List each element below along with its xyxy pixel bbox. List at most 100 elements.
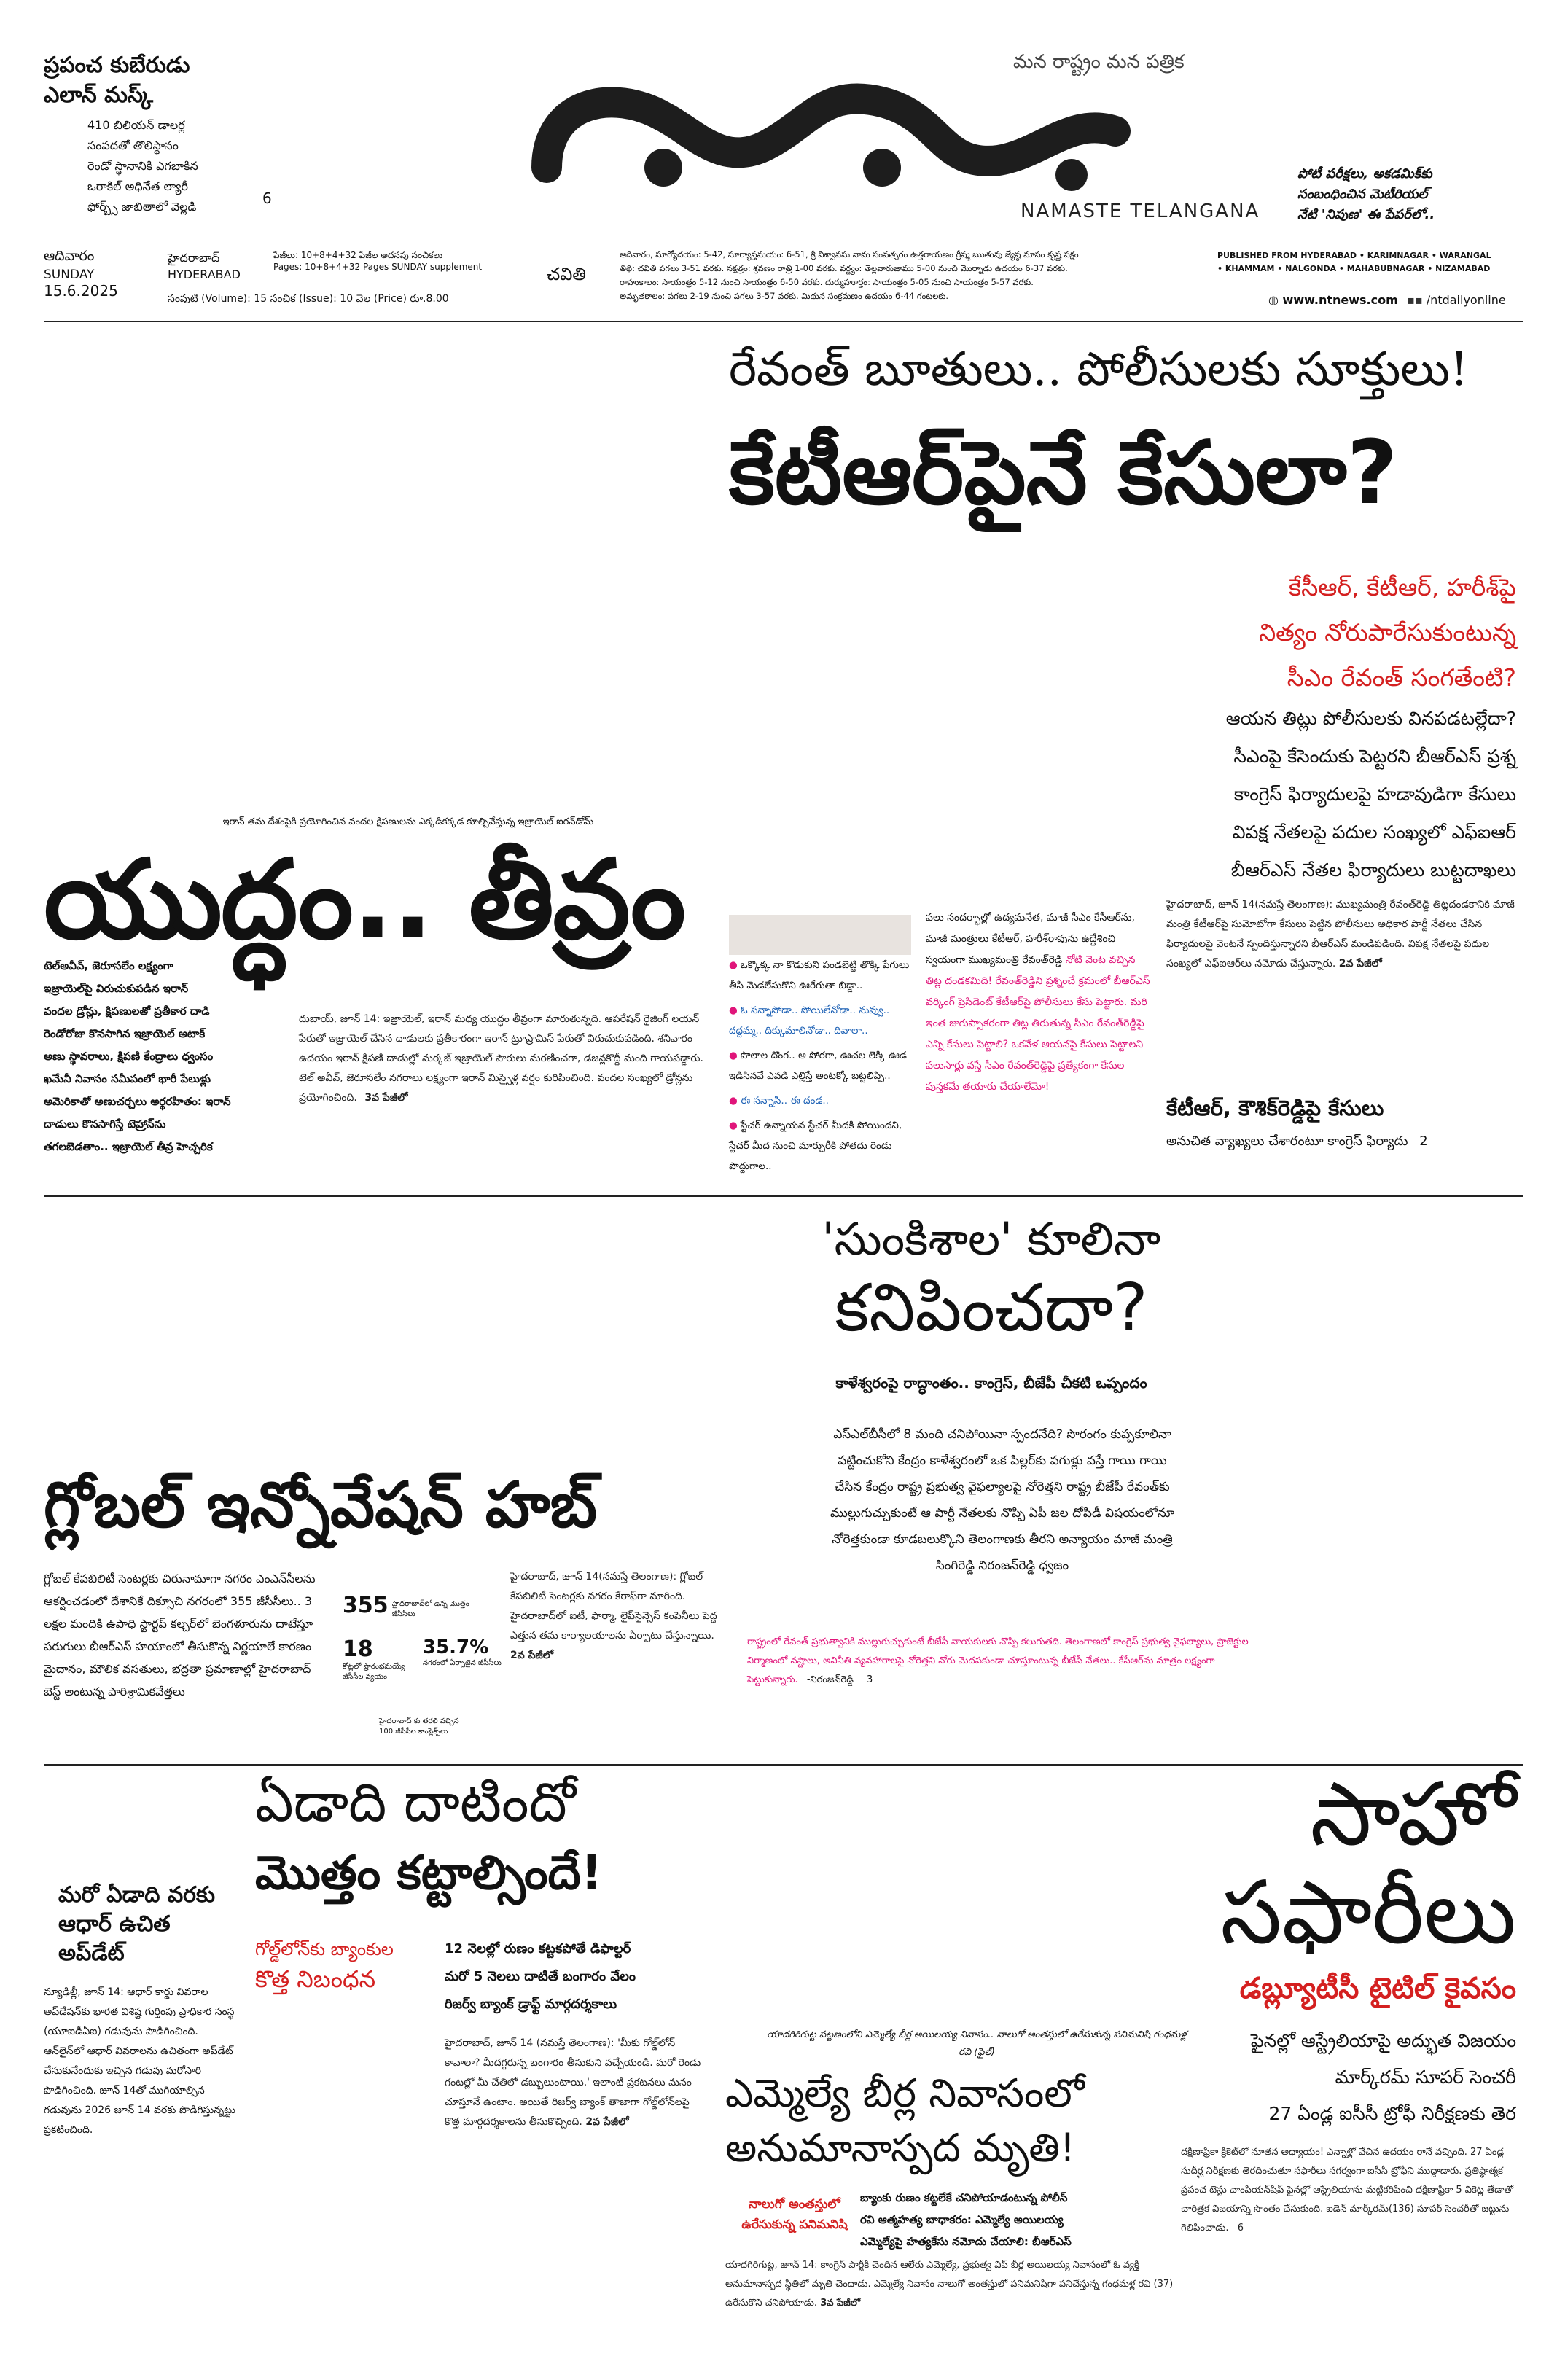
divider-mid bbox=[44, 1195, 1523, 1197]
teaser-line: ఒరాకిల్ అధినేత ల్యారీ bbox=[87, 179, 189, 193]
website-link[interactable]: ◍ www.ntnews.com bbox=[1268, 293, 1398, 307]
sunkishala-quote-text: రాష్ట్రంలో రేవంత్ ప్రభుత్వానికి ముల్లుగు… bbox=[747, 1636, 1249, 1685]
war-body: దుబాయ్, జూన్ 14: ఇజ్రాయెల్, ఇరాన్ మధ్య య… bbox=[299, 1010, 711, 1108]
gold-headline-2: మొత్తం కట్టాల్సిందే! bbox=[255, 1846, 602, 1900]
lead-red-deck: కేసీఆర్, కేటీఆర్, హరీశ్‌పైనిత్యం నోరుపార… bbox=[1181, 565, 1516, 701]
mla-deck-point: రవి ఆత్మహత్య బాధాకరం: ఎమ్మెల్యే అయిలయ్య bbox=[860, 2213, 1064, 2226]
day-english: SUNDAY bbox=[44, 268, 95, 282]
lead-sub-body: అనుచిత వ్యాఖ్యలు చేశారంటూ కాంగ్రెస్ ఫిర్… bbox=[1166, 1134, 1516, 1152]
saho-point: ఫైనల్లో ఆస్ట్రేలియాపై అద్భుత విజయం bbox=[1250, 2030, 1516, 2051]
war-deck: టెల్‌అవీవ్, జెరూసలేం లక్ష్యంగాఇజ్రాయెల్‌… bbox=[44, 955, 299, 1158]
website-url: www.ntnews.com bbox=[1282, 293, 1398, 307]
gold-cont[interactable]: 2వ పేజీలో bbox=[585, 2116, 629, 2128]
saho-body: దక్షిణాఫ్రికా క్రికెట్‌లో నూతన అధ్యాయం! … bbox=[1181, 2143, 1516, 2238]
social-icons: ▪▪ bbox=[1407, 293, 1423, 307]
saho-points: ఫైనల్లో ఆస్ట్రేలియాపై అద్భుత విజయం మార్క్… bbox=[1181, 2023, 1516, 2132]
lead-bullet: ●స్టేచర్ ఉన్నాయన స్టేచర్ మీదకి పోయిందని,… bbox=[729, 1115, 918, 1177]
stat1-num: 355 bbox=[343, 1593, 389, 1618]
lead-bullet: ●ఒక్కొక్క నా కొడుకుని పండబెట్టి తొక్కి ప… bbox=[729, 955, 918, 996]
saho-page: 6 bbox=[1237, 2223, 1244, 2233]
hub-cont[interactable]: 2వ పేజీలో bbox=[510, 1650, 554, 1661]
stat2-label: కోట్లలో ప్రారంభమయ్యే జీసీసీల వ్యయం bbox=[343, 1663, 405, 1681]
mla-red-deck: నాలుగో అంతస్తులో ఉరేసుకున్న పనిమనిషి bbox=[736, 2194, 853, 2235]
sunkishala-quote: రాష్ట్రంలో రేవంత్ ప్రభుత్వానికి ముల్లుగు… bbox=[747, 1633, 1250, 1690]
lead-point: ఆయన తిట్లు పోలీసులకు వినపడటల్లేదా? bbox=[1225, 708, 1516, 729]
masthead-logo[interactable] bbox=[503, 58, 1159, 204]
lead-point: బీఆర్‌ఎస్ నేతల ఫిర్యాదులు బుట్టదాఖలు bbox=[1230, 859, 1516, 881]
dateline-bar: ఆదివారం SUNDAY 15.6.2025 హైదరాబాద్ HYDER… bbox=[44, 248, 1523, 313]
published-from: PUBLISHED FROM HYDERABAD • KARIMNAGAR • … bbox=[1217, 251, 1491, 260]
sunkishala-page: 3 bbox=[867, 1674, 873, 1685]
teaser-line: 410 బిలియన్ డాలర్ల bbox=[87, 118, 185, 132]
city-telugu: హైదరాబాద్ bbox=[168, 251, 220, 265]
saho-point: మార్క్‌రమ్ సూపర్ సెంచరీ bbox=[1335, 2067, 1516, 2088]
mla-headline-2: అనుమానాస్పద మృతి! bbox=[725, 2125, 1076, 2171]
war-deck-line: అమెరికాతో అణుచర్చలు అర్థరహితం: ఇరాన్ bbox=[44, 1095, 231, 1108]
lead-photo bbox=[729, 915, 911, 955]
war-body-text: దుబాయ్, జూన్ 14: ఇజ్రాయెల్, ఇరాన్ మధ్య య… bbox=[299, 1013, 703, 1104]
lead-bullet-text: ఒక్కొక్క నా కొడుకుని పండబెట్టి తొక్కి పే… bbox=[729, 959, 910, 991]
hub-stats: 355 హైదరాబాద్‌లో ఉన్న మొత్తం జీసీసీలు 18… bbox=[343, 1593, 503, 1760]
war-cont[interactable]: 3వ పేజీలో bbox=[364, 1092, 408, 1104]
lead-point: విపక్ష నేతలపై పదుల సంఖ్యలో ఎఫ్ఐఆర్ bbox=[1232, 822, 1516, 843]
mla-deck-points: బ్యాంకు రుణం కట్టలేకే చనిపోయాడంటున్న పోల… bbox=[860, 2187, 1188, 2252]
lead-sub-head: కేటీఆర్, కౌశిక్‌రెడ్డిపై కేసులు bbox=[1166, 1096, 1384, 1120]
mla-cont[interactable]: 3వ పేజీలో bbox=[820, 2298, 861, 2309]
sunkishala-body: ఎస్‌ఎల్‌బీసీలో 8 మంది చనిపోయినా స్పందనేద… bbox=[830, 1427, 1175, 1573]
social-handle: /ntdailyonline bbox=[1426, 293, 1506, 307]
gold-deck-points: 12 నెలల్లో రుణం కట్టకపోతే డిఫాల్టర్మరో 5… bbox=[445, 1935, 707, 2018]
teaser-line: రెండో స్థానానికి ఎగబాకిన bbox=[87, 159, 198, 173]
war-deck-line: అణు స్థావరాలు, క్షిపణి కేంద్రాలు ధ్వంసం bbox=[44, 1050, 214, 1063]
mla-red-deck-1: నాలుగో అంతస్తులో bbox=[749, 2197, 840, 2212]
mla-deck-point: బ్యాంకు రుణం కట్టలేకే చనిపోయాడంటున్న పోల… bbox=[860, 2191, 1068, 2204]
bullet-icon: ● bbox=[729, 1004, 738, 1016]
almanac: ఆదివారం, సూర్యోదయం: 5-42, సూర్యాస్తమయం: … bbox=[620, 248, 1276, 303]
lead-red-deck-line: కేసీఆర్, కేటీఆర్, హరీశ్‌పై bbox=[1288, 573, 1516, 601]
war-deck-line: ఇజ్రాయెల్‌పై విరుచుకుపడిన ఇరాన్ bbox=[44, 982, 189, 995]
bullet-icon: ● bbox=[729, 1120, 738, 1131]
lead-red-deck-line: సీఎం రేవంత్ సంగతేంటి? bbox=[1287, 663, 1516, 692]
almanac-line: అమృతకాలం: పగలు 2-19 నుంచి పగలు 3-57 వరకు… bbox=[620, 291, 949, 301]
lead-cont[interactable]: 2వ పేజీలో bbox=[1338, 958, 1382, 969]
teaser-musk[interactable]: ప్రపంచ కుబేరుడు ఎలాన్ మస్క్ 410 బిలియన్ … bbox=[44, 51, 272, 217]
gold-red-deck-2: కొత్త నిబంధన bbox=[255, 1965, 376, 1993]
pages-line-telugu: పేజీలు: 10+8+4+32 పేజీల అదనపు సంచికలు bbox=[273, 250, 443, 260]
right-teaser[interactable]: పోటీ పరీక్షలు, అకడమిక్‌కుసంబంధించిన మెటీ… bbox=[1298, 164, 1538, 225]
stat3-label: నగరంలో ఏర్పాటైన జీసీసీలు bbox=[423, 1659, 502, 1667]
hub-deck: గ్లోబల్ కేపబిలిటీ సెంటర్లకు చిరునామాగా న… bbox=[44, 1572, 316, 1698]
lead-kicker: రేవంత్ బూతులు.. పోలీసులకు సూక్తులు! bbox=[729, 343, 1469, 397]
teaser-subtitle: ఎలాన్ మస్క్ bbox=[44, 82, 154, 108]
sunkishala-headline-2: కనిపించదా? bbox=[835, 1270, 1148, 1346]
lead-body-text: హైదరాబాద్, జూన్ 14(నమస్తే తెలంగాణ): ముఖ్… bbox=[1166, 899, 1515, 969]
saho-point: 27 ఏండ్ల ఐసీసీ ట్రోఫీ నిరీక్షణకు తెర bbox=[1268, 2103, 1516, 2124]
gold-red-deck-1: గోల్డ్‌లోన్‌కు బ్యాంకుల bbox=[255, 1939, 394, 1959]
paper-name: NAMASTE TELANGANA bbox=[1021, 200, 1260, 222]
war-deck-line: తగలబెడతాం.. ఇజ్రాయెల్ తీవ్ర హెచ్చరిక bbox=[44, 1140, 213, 1153]
bullet-icon: ● bbox=[729, 1095, 738, 1107]
lead-quote-black: పలు సందర్భాల్లో ఉద్యమనేత, మాజీ సీఎం కేసీ… bbox=[926, 912, 1135, 966]
lead-body: హైదరాబాద్, జూన్ 14(నమస్తే తెలంగాణ): ముఖ్… bbox=[1166, 895, 1516, 974]
stat3-num: 35.7% bbox=[423, 1636, 489, 1658]
mla-kicker: యాదగిరిగుట్ట పట్టణంలోని ఎమ్మెల్యే బీర్ల … bbox=[767, 2029, 1187, 2058]
sunkishala-quote-credit: -నిరంజన్‌రెడ్డి bbox=[806, 1674, 854, 1685]
war-kicker: ఇరాన్ తమ దేశంపైకి ప్రయోగించిన వందల క్షిప… bbox=[222, 816, 594, 827]
lead-quote-pink: నోటి వెంట వచ్చిన తిట్ల దండకమిది! రేవంత్‌… bbox=[926, 954, 1150, 1093]
saho-headline-1: సాహో bbox=[1310, 1764, 1516, 1865]
mla-deck-point: ఎమ్మెల్యేపై హత్యకేసు నమోదు చేయాలి: బీఆర్… bbox=[860, 2235, 1072, 2248]
published-from-2: • KHAMMAM • NALGONDA • MAHABUBNAGAR • NI… bbox=[1217, 264, 1491, 273]
lead-quote: పలు సందర్భాల్లో ఉద్యమనేత, మాజీ సీఎం కేసీ… bbox=[926, 908, 1152, 1098]
right-teaser-line: నేటి 'నిపుణ' ఈ పేపర్‌లో.. bbox=[1298, 207, 1435, 222]
saho-body-text: దక్షిణాఫ్రికా క్రికెట్‌లో నూతన అధ్యాయం! … bbox=[1181, 2147, 1514, 2233]
teaser-line: ఫోర్బ్స్ జాబితాలో వెల్లడి bbox=[87, 200, 197, 214]
masthead-divider bbox=[44, 321, 1523, 322]
right-teaser-line: పోటీ పరీక్షలు, అకడమిక్‌కు bbox=[1298, 166, 1432, 182]
bullet-icon: ● bbox=[729, 1050, 738, 1061]
lead-bullet-text: పొలాల దొంగ.. ఆ పోరగా, ఊచల లెక్కి ఊడ ఇడిస… bbox=[729, 1050, 907, 1082]
war-deck-line: వందల డ్రోన్లు, క్షిపణులతో ప్రతీకార దాడి bbox=[44, 1004, 210, 1018]
social-link[interactable]: ▪▪ /ntdailyonline bbox=[1407, 293, 1506, 307]
lead-bullet: ●ఈ సన్నాసి.. ఈ దండ.. bbox=[729, 1090, 918, 1111]
date: 15.6.2025 bbox=[44, 282, 118, 300]
gold-deck-point: 12 నెలల్లో రుణం కట్టకపోతే డిఫాల్టర్ bbox=[445, 1941, 631, 1956]
lead-bullet: ●పొలాల దొంగ.. ఆ పోరగా, ఊచల లెక్కి ఊడ ఇడి… bbox=[729, 1045, 918, 1086]
almanac-line: తిథి: చవితి పగలు 3-51 వరకు. నక్షత్రం: శ్… bbox=[620, 263, 1068, 273]
